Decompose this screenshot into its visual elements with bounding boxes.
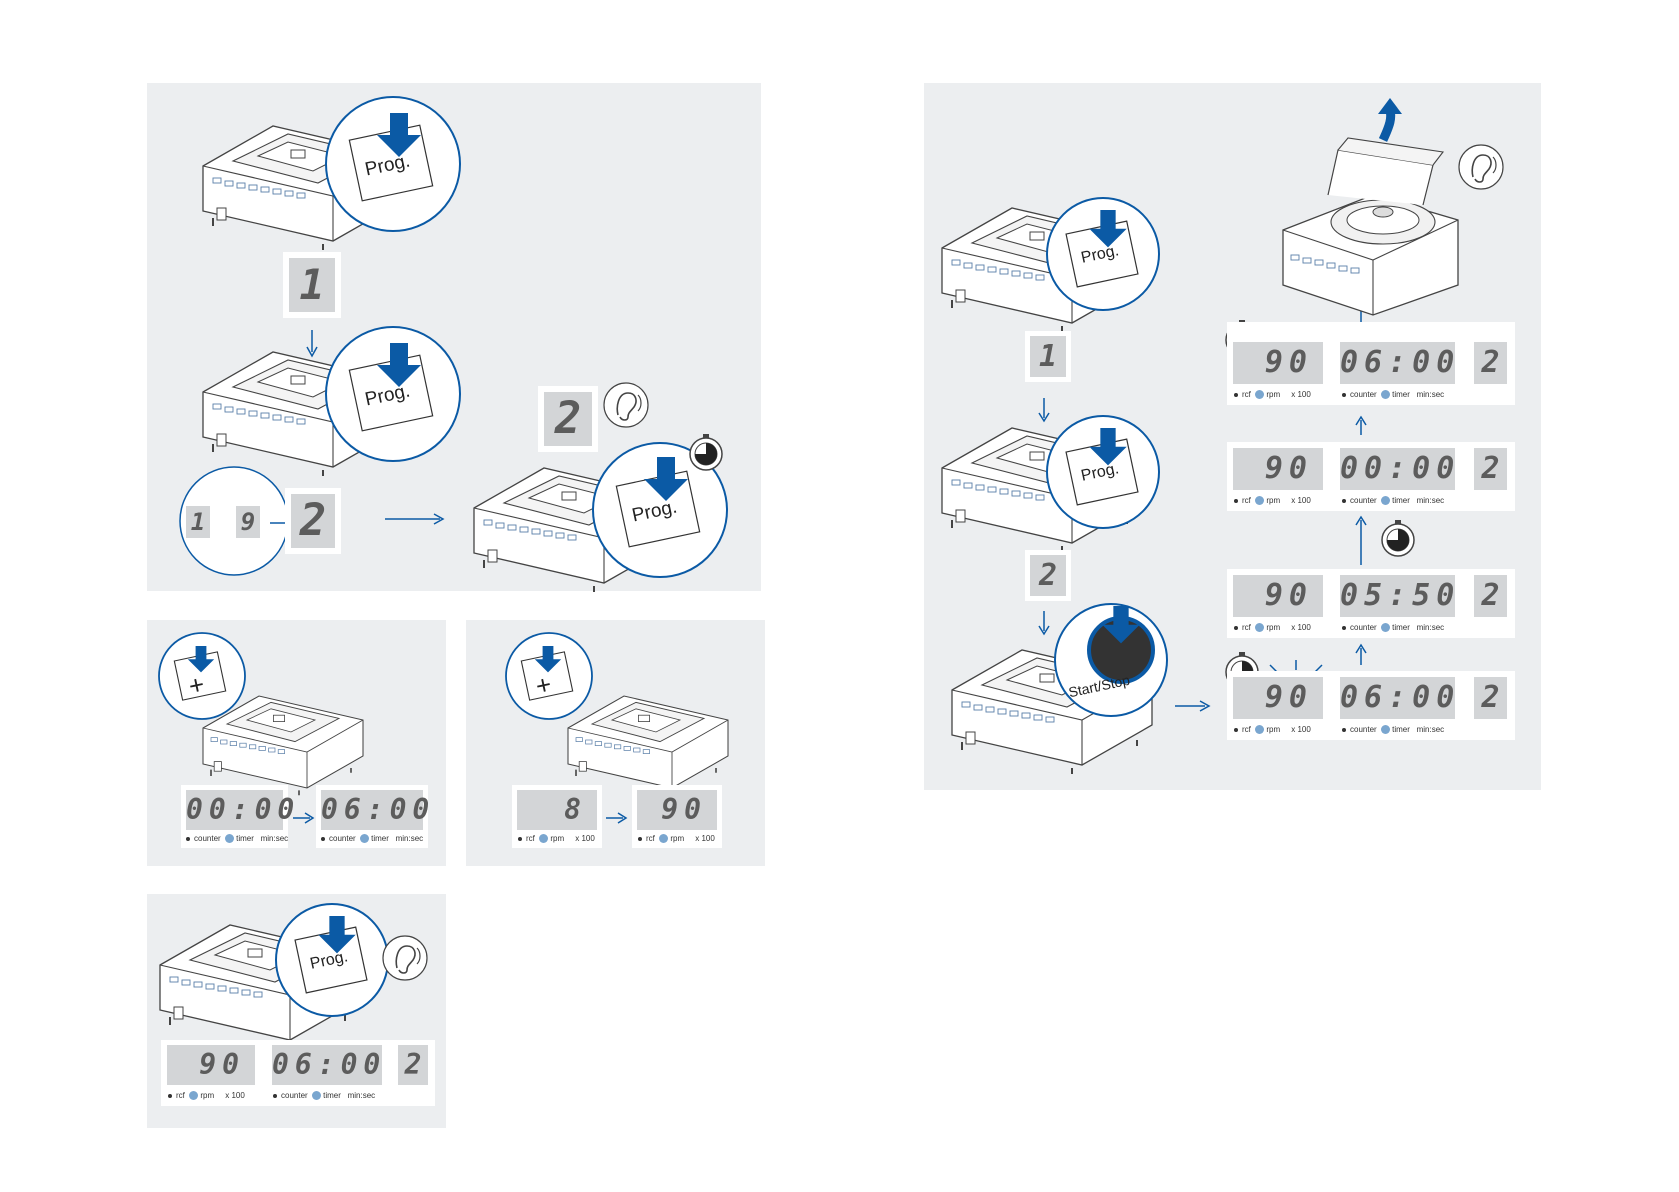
display-legend: rcf rpm x 100: [638, 834, 715, 844]
ear-icon: [382, 935, 428, 981]
program-digit: 1: [186, 506, 210, 538]
speed-display: 8: [517, 790, 597, 830]
ear-icon: [1458, 144, 1504, 190]
program-digit: 9: [236, 506, 260, 538]
program-digit: 1: [289, 258, 335, 312]
display-legend: rcf rpm x 100: [1234, 496, 1311, 506]
time-display: 06:00: [321, 790, 429, 830]
display-legend: rcf rpm x 100: [1234, 390, 1311, 400]
display-legend: rcf rpm x 100: [518, 834, 595, 844]
lid-open-arrow-icon: [1378, 108, 1396, 142]
time-display: 06:00: [1340, 342, 1455, 384]
program-digit: 2: [1030, 555, 1066, 596]
display-legend: rcf rpm x 100: [168, 1091, 245, 1101]
ear-icon: [603, 382, 649, 428]
time-display: 00:00: [186, 790, 294, 830]
program-digit: 2: [1474, 342, 1507, 384]
speed-display: 90: [1233, 677, 1323, 719]
program-digit: 1: [1030, 336, 1066, 377]
display-legend: counter timer min:sec: [273, 1091, 375, 1101]
display-legend: counter timer min:sec: [321, 834, 423, 844]
program-digit-saving: 2: [544, 392, 592, 446]
display-legend: counter timer min:sec: [186, 834, 288, 844]
centrifuge-icon: [567, 695, 729, 797]
centrifuge-open-icon: [1282, 137, 1459, 316]
program-digit: 2: [1474, 677, 1507, 719]
speed-display: 90: [1233, 342, 1323, 384]
display-legend: counter timer min:sec: [1342, 725, 1444, 735]
display-legend: rcf rpm x 100: [1234, 623, 1311, 633]
time-display: 00:00: [1340, 448, 1455, 490]
display-legend: counter timer min:sec: [1342, 623, 1444, 633]
speed-display: 90: [167, 1045, 255, 1085]
time-display: 06:00: [1340, 677, 1455, 719]
display-legend: counter timer min:sec: [1342, 496, 1444, 506]
program-digit: 2: [398, 1045, 428, 1085]
time-display: 06:00: [272, 1045, 382, 1085]
program-digit: 2: [1474, 575, 1507, 617]
time-display: 05:50: [1340, 575, 1455, 617]
program-digit-selected: 2: [291, 494, 335, 548]
speed-display: 90: [637, 790, 717, 830]
speed-display: 90: [1233, 575, 1323, 617]
speed-display: 90: [1233, 448, 1323, 490]
display-legend: rcf rpm x 100: [1234, 725, 1311, 735]
program-digit: 2: [1474, 448, 1507, 490]
timer-dial-icon: [689, 433, 723, 471]
timer-dial-icon: [1381, 519, 1415, 557]
display-legend: counter timer min:sec: [1342, 390, 1444, 400]
